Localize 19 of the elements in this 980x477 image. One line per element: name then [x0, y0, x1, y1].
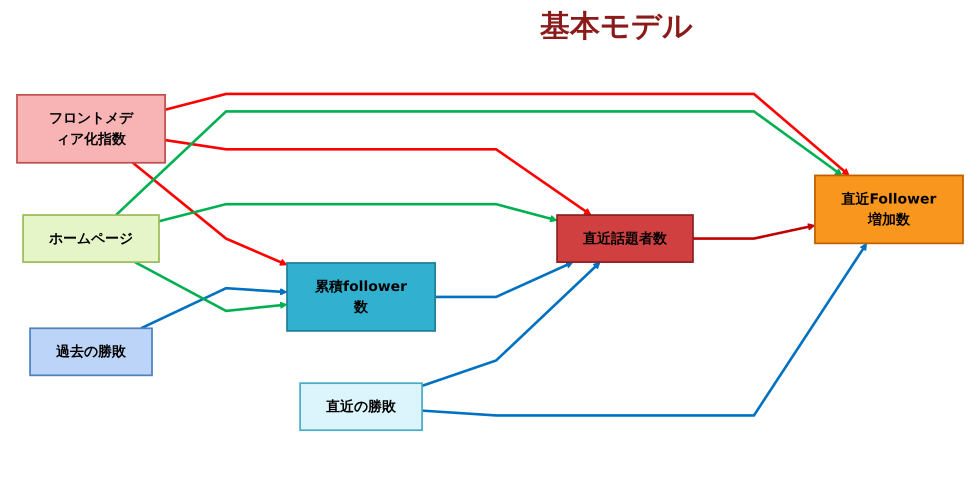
node-box: 過去の勝敗	[29, 328, 153, 377]
arrow	[115, 110, 842, 216]
arrow	[140, 287, 288, 330]
arrow	[158, 203, 558, 223]
diagram-title: 基本モデル	[540, 8, 693, 46]
arrow	[164, 93, 850, 176]
node-box: 直近話題者数	[556, 214, 694, 264]
arrow	[132, 162, 288, 266]
arrow	[134, 261, 288, 313]
node-box: ホームページ	[22, 214, 160, 264]
arrow	[422, 262, 600, 388]
node-box: 累積follower数	[286, 262, 436, 332]
arrow	[692, 224, 816, 240]
node-box: 直近の勝敗	[299, 382, 423, 432]
node-box: フロントメディア化指数	[16, 94, 166, 164]
arrow	[422, 243, 868, 418]
arrow	[164, 139, 592, 216]
arrow	[435, 262, 574, 299]
node-box: 直近Follower増加数	[814, 174, 964, 245]
